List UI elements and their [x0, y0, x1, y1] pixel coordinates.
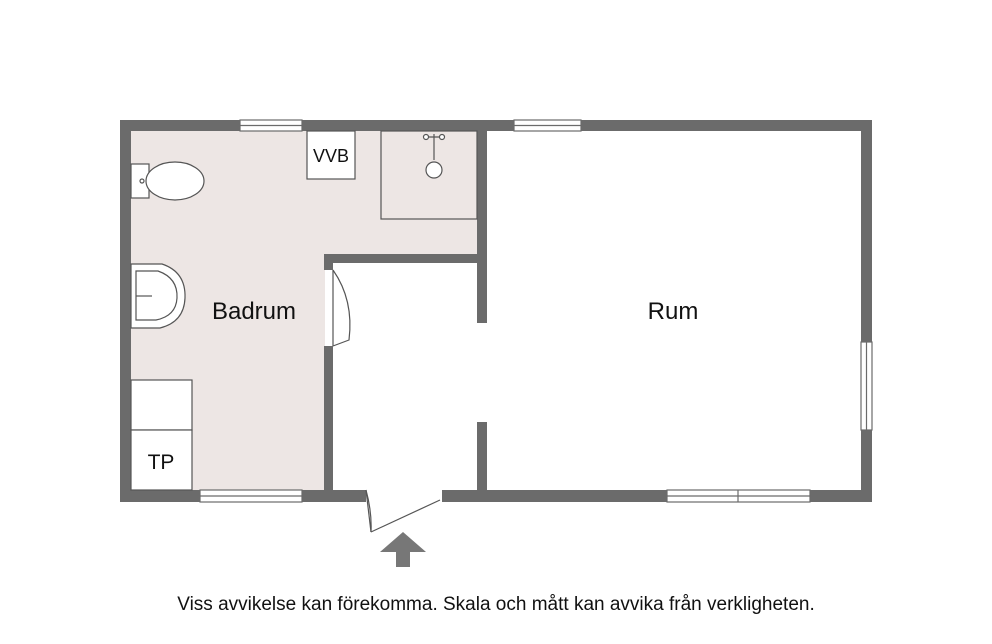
window-bath-top [239, 119, 303, 132]
window-room-top [513, 119, 582, 132]
water-heater: VVB [306, 130, 356, 180]
washer-dryer-label: TP [148, 451, 175, 474]
counter [130, 379, 193, 431]
bathroom-door [332, 269, 351, 347]
washer-dryer: TP [130, 429, 193, 491]
water-heater-label: VVB [313, 146, 349, 166]
window-bath-bottom [199, 489, 303, 503]
exterior-walls [120, 120, 872, 502]
window-room-bottom [666, 489, 811, 503]
disclaimer-text: Viss avvikelse kan förekomma. Skala och … [177, 594, 815, 615]
room-label-bathroom: Badrum [212, 298, 296, 325]
toilet [130, 161, 205, 201]
interior-walls [324, 131, 487, 490]
window-room-right [860, 341, 873, 431]
entrance-arrow-icon [380, 532, 426, 567]
windows [199, 119, 873, 503]
entrance-door [365, 489, 441, 533]
room-label-room: Rum [648, 298, 699, 325]
shower [380, 130, 478, 220]
sink [130, 263, 186, 329]
